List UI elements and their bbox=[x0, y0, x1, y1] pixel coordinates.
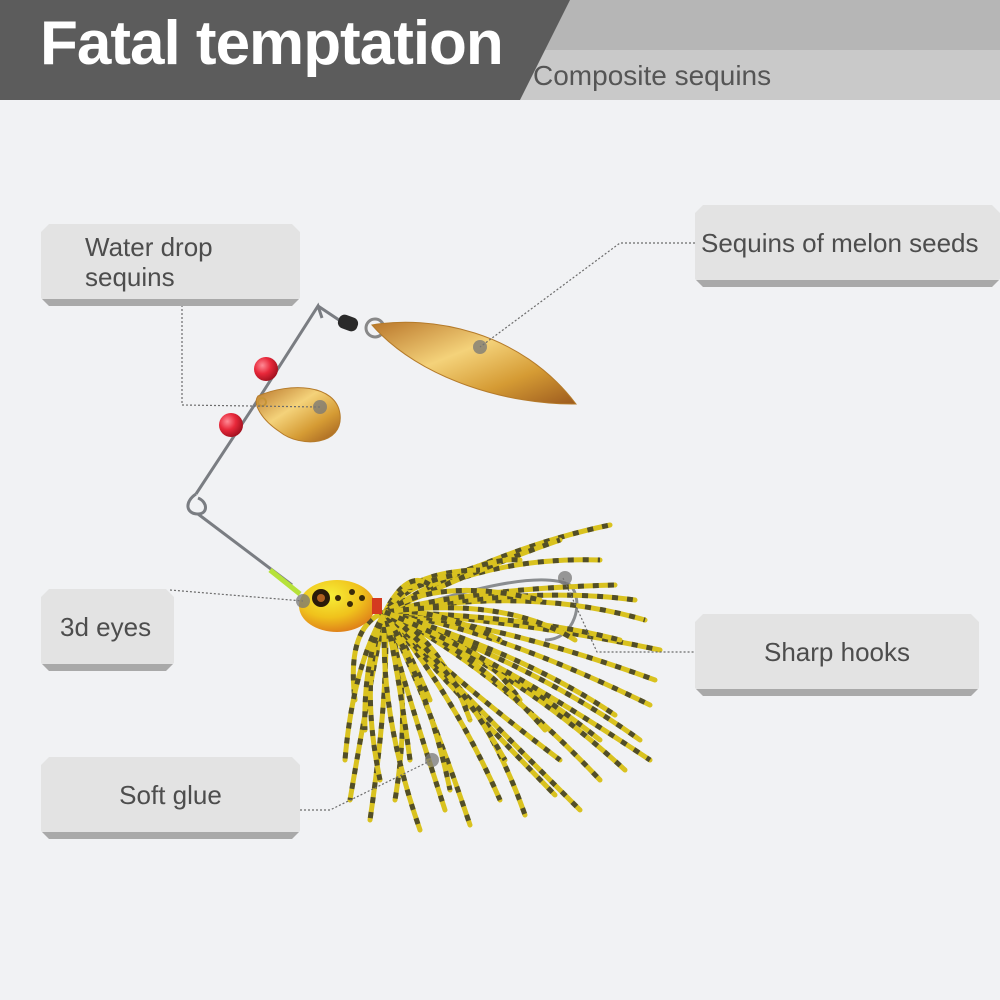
skirt-strand-stripes bbox=[384, 609, 617, 718]
water-drop-blade-icon bbox=[255, 387, 341, 443]
callout-label: Soft glue bbox=[119, 779, 222, 810]
skirt-strand bbox=[350, 609, 388, 703]
skirt-strand-stripes bbox=[362, 610, 388, 731]
skirt-strand-stripes bbox=[384, 608, 502, 643]
skirt-strand-stripes bbox=[384, 609, 652, 763]
skirt-strand-stripes bbox=[383, 610, 562, 762]
callout-label: Sequins of melon seeds bbox=[701, 227, 979, 258]
skirt-strand-stripes bbox=[382, 578, 432, 614]
callout-melon-seed-sequins: Sequins of melon seeds bbox=[695, 205, 1000, 287]
skirt-icon bbox=[342, 522, 663, 833]
skirt-strand-stripes bbox=[383, 609, 508, 762]
bead-icon bbox=[219, 413, 243, 437]
callout-soft-glue: Soft glue bbox=[41, 757, 300, 839]
wire-tip bbox=[268, 568, 302, 596]
page-title: Fatal temptation bbox=[40, 9, 504, 78]
callout-sharp-hooks: Sharp hooks bbox=[695, 614, 979, 696]
skirt-strand bbox=[381, 609, 423, 833]
skirt-strand-stripes bbox=[382, 610, 453, 791]
skirt-strand-stripes bbox=[383, 609, 602, 782]
lure-head bbox=[299, 580, 382, 632]
bead-icon bbox=[254, 357, 278, 381]
callout-label: 3d eyes bbox=[60, 611, 152, 642]
callout-label: Sharp hooks bbox=[764, 636, 910, 667]
skirt-strand-stripes bbox=[384, 609, 652, 708]
willow-blade-icon bbox=[371, 321, 577, 405]
banner-shape bbox=[0, 0, 1000, 100]
skirt-strand-stripes bbox=[383, 587, 541, 615]
skirt-strand-stripes bbox=[382, 610, 433, 701]
skirt-strand-stripes bbox=[384, 582, 616, 615]
callout-3d-eyes: 3d eyes bbox=[41, 589, 174, 671]
header-banner: Fatal temptation Composite sequins bbox=[0, 0, 1000, 100]
callout-water-drop-sequins: Water drop sequins bbox=[41, 224, 300, 306]
skirt-strand-stripes bbox=[367, 611, 389, 821]
callout-label: Water drop sequins bbox=[85, 231, 213, 292]
skirt-strand-stripes bbox=[382, 611, 448, 811]
skirt-strand-stripes bbox=[382, 611, 413, 761]
skirt-strand-stripes bbox=[383, 610, 528, 816]
skirt-strand bbox=[382, 605, 578, 643]
page-subtitle: Composite sequins bbox=[533, 60, 772, 91]
wire-frame bbox=[186, 302, 343, 587]
leader-dots bbox=[296, 340, 572, 767]
leader-lines bbox=[169, 242, 695, 811]
